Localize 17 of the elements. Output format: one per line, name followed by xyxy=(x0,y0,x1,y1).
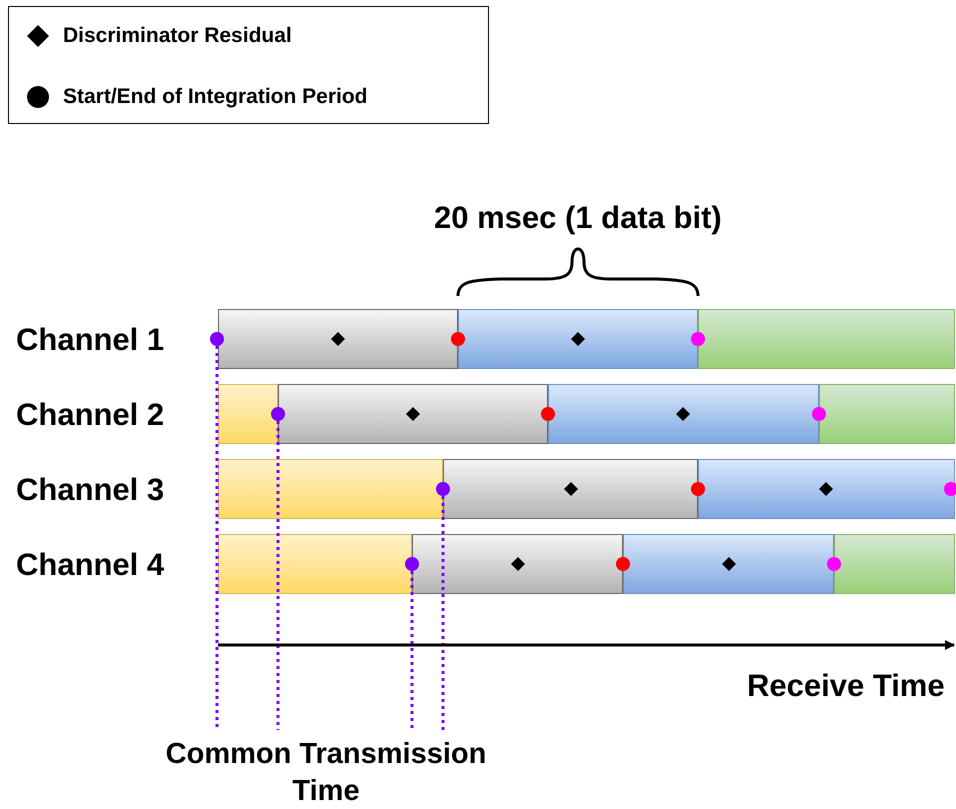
leader-line xyxy=(216,346,218,730)
channel-label: Channel 4 xyxy=(16,547,164,583)
transmission-start-dot xyxy=(405,557,419,571)
text-label: Common Transmission Time xyxy=(131,736,521,809)
channel-label: Channel 1 xyxy=(16,322,164,358)
leader-line xyxy=(410,571,414,730)
axis-label: Receive Time xyxy=(747,668,945,704)
legend-text: Start/End of Integration Period xyxy=(63,84,368,110)
leader-line xyxy=(276,421,280,730)
transmission-start-dot xyxy=(436,482,450,496)
transmission-start-dot xyxy=(271,407,285,421)
transmission-start-dot xyxy=(210,332,224,346)
legend-text: Discriminator Residual xyxy=(63,23,292,49)
dimension-label: 20 msec (1 data bit) xyxy=(434,200,722,236)
channel-label: Channel 3 xyxy=(16,472,164,508)
channel-label: Channel 2 xyxy=(16,397,164,433)
leader-line xyxy=(442,496,444,730)
